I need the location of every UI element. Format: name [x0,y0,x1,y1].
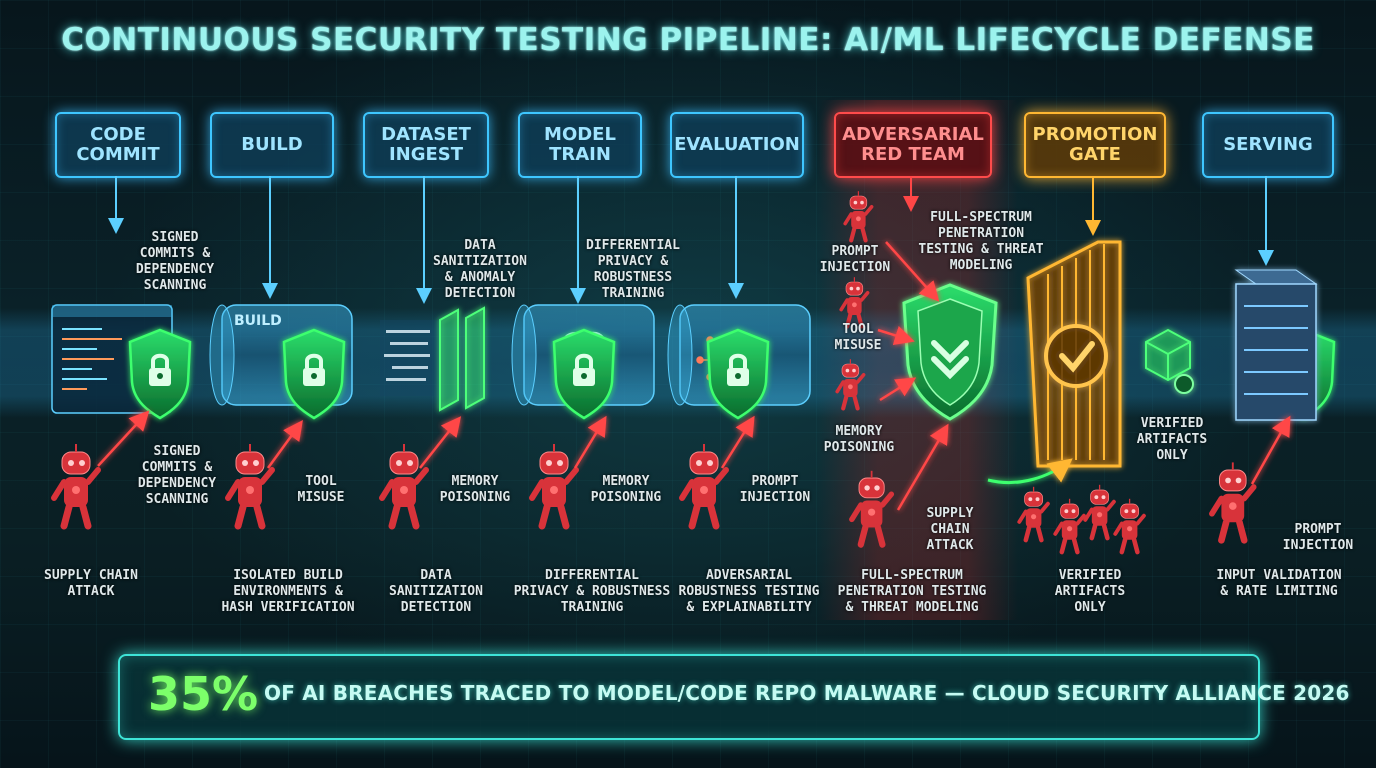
robot-attacker-icon [1083,484,1116,541]
verified-cube-icon [1145,328,1194,394]
threat-label: PROMPT INJECTION [739,474,811,505]
stage-model-train: MODEL TRAIN [518,112,642,178]
upper-label-signed-commits: SIGNED COMMITS & DEPENDENCY SCANNING [135,230,215,293]
attack-arrow [885,241,940,302]
robot-group [51,191,1257,555]
lock-shield-icon [128,328,192,420]
stat-text: OF AI BREACHES TRACED TO MODEL/CODE REPO… [264,681,1350,705]
bottom-label: DIFFERENTIAL PRIVACY & ROBUSTNESS TRAINI… [513,568,671,615]
robot-attacker-icon [1209,462,1257,544]
server-icon [1234,269,1318,421]
attack-arrow [419,416,462,469]
blocked-arrow [987,458,1073,485]
bottom-label: FULL-SPECTRUM PENETRATION TESTING & THRE… [837,568,987,615]
attack-arrow [97,410,150,467]
robot-attacker-icon [225,444,275,530]
bottom-label: ISOLATED BUILD ENVIRONMENTS & HASH VERIF… [221,568,355,615]
bottom-label: DATA SANITIZATION DETECTION [389,568,483,615]
attack-arrow [573,415,607,469]
threat-label: PROMPT INJECTION [1282,522,1354,553]
robot-attacker-icon [849,470,895,548]
stage-promotion-gate: PROMOTION GATE [1024,112,1166,178]
attack-arrow [896,423,949,511]
robot-attacker-icon [679,444,729,530]
attack-arrow [1250,415,1291,485]
bottom-label: VERIFIED ARTIFACTS ONLY [1054,568,1126,615]
robot-attacker-icon [379,444,429,530]
bottom-label: SUPPLY CHAIN ATTACK [44,568,138,599]
stage-dataset-ingest: DATASET INGEST [363,112,489,178]
robot-attacker-icon [843,191,874,243]
robot-attacker-icon [835,359,866,411]
robot-attacker-icon [1053,498,1086,555]
threat-label: TOOL MISUSE [297,474,345,505]
threat-label: TOOL MISUSE [834,322,882,353]
robot-attacker-icon [529,444,579,530]
robot-attacker-icon [1017,486,1050,543]
robot-attacker-icon [51,444,101,530]
stat-banner [118,654,1260,740]
checkmark-gate-icon [1026,240,1122,468]
lock-shield-icon [552,328,616,420]
stat-value: 35% [148,667,259,721]
stage-serving: SERVING [1202,112,1334,178]
drop-arrows [108,176,1274,304]
attack-arrow [877,325,915,346]
robot-attacker-icon [839,277,870,329]
threat-label: PROMPT INJECTION [819,244,891,275]
attack-arrow [720,415,755,469]
red-team-shield-icon [902,283,998,421]
attack-arrow [266,419,303,469]
attack-arrow [879,377,917,402]
upper-label-differential-privacy: DIFFERENTIAL PRIVACY & ROBUSTNESS TRAINI… [586,238,680,301]
lock-shield-icon [706,328,770,420]
threat-label: MEMORY POISONING [590,474,662,505]
upper-label-data-sanitization: DATA SANITIZATION & ANOMALY DETECTION [433,238,527,301]
upper-label-full-spectrum: FULL-SPECTRUM PENETRATION TESTING & THRE… [918,210,1044,273]
page-title: CONTINUOUS SECURITY TESTING PIPELINE: AI… [61,22,1315,58]
threat-label: MEMORY POISONING [823,424,895,455]
threat-label: SIGNED COMMITS & DEPENDENCY SCANNING [137,444,217,507]
stage-code-commit: CODE COMMIT [55,112,181,178]
threat-label: SUPPLY CHAIN ATTACK [926,506,974,553]
lock-shield-icon [282,328,346,420]
sanitization-filter [439,306,485,412]
threat-label: MEMORY POISONING [439,474,511,505]
robot-attacker-icon [1113,498,1146,555]
dataset-stream [380,320,440,396]
stage-build: BUILD [210,112,334,178]
bottom-label: ADVERSARIAL ROBUSTNESS TESTING & EXPLAIN… [678,568,820,615]
pipe-build-label: BUILD [234,313,282,329]
stage-adversarial-red-team: ADVERSARIAL RED TEAM [834,112,992,178]
attack-arrows [97,241,1291,511]
bottom-label: INPUT VALIDATION & RATE LIMITING [1216,568,1342,599]
threat-label: VERIFIED ARTIFACTS ONLY [1136,416,1208,463]
